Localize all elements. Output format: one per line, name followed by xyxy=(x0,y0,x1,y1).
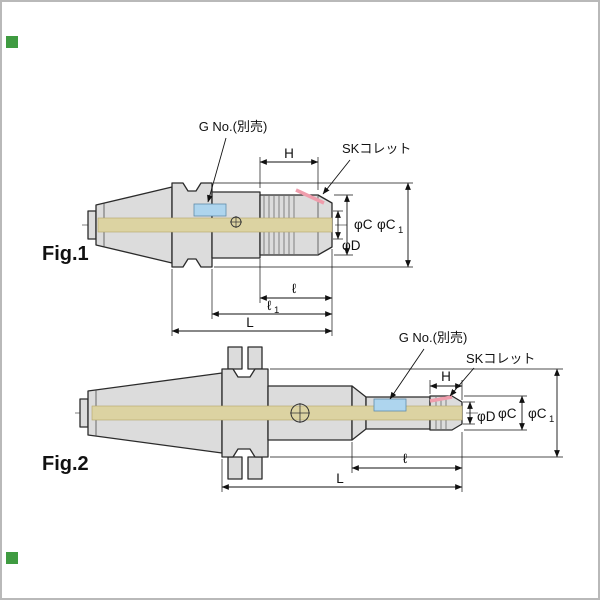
fig1-dim-phi-c-label: φC xyxy=(354,217,373,232)
fig2-section-band xyxy=(91,405,463,421)
fig1-dim-phi-c1-label: φC xyxy=(377,217,396,232)
fig2-dim-phi-c-label: φC xyxy=(498,406,517,421)
fig1-dim-phi-c: φC xyxy=(334,194,373,256)
fig2-flange-tooth xyxy=(227,346,243,370)
fig2-dim-phi-d: φD xyxy=(463,401,496,425)
fig2-dim-phi-c1-label: φC xyxy=(528,406,547,421)
corner-marker-bottom xyxy=(6,552,18,564)
fig1-drawing: Fig.1 G No.(別売) SKコレット xyxy=(42,119,413,336)
fig1-dim-phi-c1-sub: 1 xyxy=(398,225,403,236)
fig2-dim-phi-c1: φC 1 xyxy=(270,368,563,458)
fig1-sk-label: SKコレット xyxy=(342,141,411,156)
fig2-dim-L-label: L xyxy=(336,471,344,486)
fig1-dim-phi-d: φD xyxy=(333,210,361,253)
corner-marker-top xyxy=(6,36,18,48)
fig2-g-no-label: G No.(別売) xyxy=(399,330,468,345)
fig2-sk-label: SKコレット xyxy=(466,351,535,366)
fig2-dim-phi-c: φC xyxy=(464,395,527,431)
fig1-dim-ell1: ℓ 1 xyxy=(211,269,333,319)
fig1-shank-tip xyxy=(87,210,97,240)
fig2-flange-tooth xyxy=(247,346,263,370)
fig2-dim-ell-label: ℓ xyxy=(403,451,408,466)
fig2-dim-phi-d-label: φD xyxy=(477,409,496,424)
fig1-sk-leader xyxy=(322,159,351,195)
fig2-dim-h-label: H xyxy=(441,369,451,384)
fig1-g-no-leader xyxy=(207,137,227,203)
fig1-dim-phi-d-label: φD xyxy=(342,238,361,253)
fig2-sk-collet-highlight xyxy=(429,395,453,403)
fig1-dim-phi-c1: φC 1 xyxy=(214,182,413,268)
fig2-g-part-highlight xyxy=(373,398,407,412)
fig2-dim-phi-c1-sub: 1 xyxy=(549,414,554,425)
fig1-dim-L-label: L xyxy=(246,315,254,330)
fig1-sk-collet-highlight xyxy=(295,188,325,205)
fig1-label: Fig.1 xyxy=(42,243,89,265)
fig2-g-no-leader xyxy=(389,348,425,400)
fig1-dim-ell: ℓ xyxy=(259,249,333,336)
fig2-dim-ell: ℓ xyxy=(351,432,463,492)
fig1-g-part-highlight xyxy=(193,203,227,217)
fig1-g-no-label: G No.(別売) xyxy=(199,119,268,134)
fig2-balance-hole xyxy=(290,403,310,423)
fig1-dim-ell1-sub: 1 xyxy=(274,305,279,316)
fig2-flange-tooth xyxy=(227,456,243,480)
fig2-dim-h: H xyxy=(429,369,463,400)
fig2-dim-L: L xyxy=(221,459,463,492)
fig1-dim-L: L xyxy=(171,269,333,336)
fig2-drawing: Fig.2 G No.(別売) SKコレット xyxy=(42,330,563,492)
fig1-balance-hole xyxy=(230,216,242,228)
fig1-dim-ell1-label: ℓ xyxy=(267,298,272,313)
fig1-dim-h-label: H xyxy=(284,146,294,161)
fig2-flange-tooth xyxy=(247,456,263,480)
fig2-shank-tip xyxy=(79,398,89,428)
fig1-section-band xyxy=(97,217,333,233)
fig1-dim-h: H xyxy=(259,146,319,190)
fig1-dim-ell-label: ℓ xyxy=(292,281,297,296)
fig2-label: Fig.2 xyxy=(42,453,89,475)
